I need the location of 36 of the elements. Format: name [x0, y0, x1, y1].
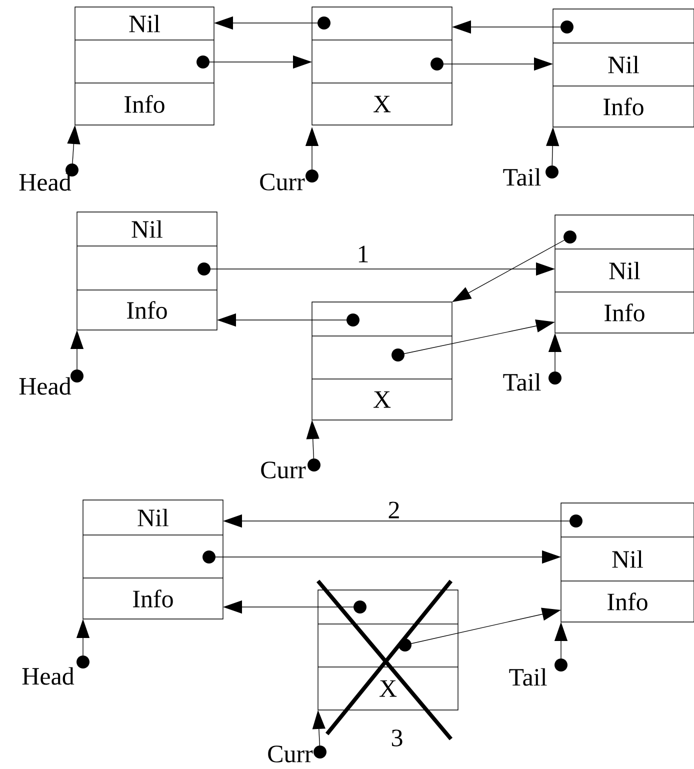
- edge-label: 1: [356, 244, 370, 264]
- cell-text: Nil: [612, 550, 643, 568]
- pointer-label: Head: [19, 173, 72, 191]
- cell-text: X: [374, 391, 391, 408]
- pointer-label: Head: [22, 667, 74, 685]
- list-node-box: [312, 302, 452, 420]
- cell-text: Nil: [129, 14, 160, 32]
- pointer-label: Curr: [268, 746, 313, 762]
- cell-text: Info: [608, 592, 648, 610]
- pointer-label: Head: [19, 377, 72, 395]
- cell-text: Info: [127, 301, 167, 319]
- cell-text: Nil: [138, 508, 168, 526]
- cell-text: Info: [604, 98, 644, 116]
- cell-text: Info: [604, 304, 644, 322]
- list-node-box: [82, 500, 224, 620]
- list-node-box: [318, 590, 458, 710]
- list-node-box: [74, 6, 214, 126]
- edge-label: 2: [386, 500, 402, 520]
- step-number: 3: [392, 730, 402, 746]
- pointer-label: Curr: [260, 174, 305, 190]
- list-node-box: [552, 8, 694, 128]
- pointer-label: Tail: [503, 168, 541, 186]
- list-node-box: [560, 502, 694, 622]
- cell-text: X: [374, 96, 391, 112]
- pointer-label: Curr: [261, 462, 306, 478]
- list-node-box: [312, 6, 452, 126]
- cell-text: Info: [124, 95, 164, 113]
- pointer-label: Tail: [509, 668, 547, 686]
- cell-text: Nil: [132, 220, 162, 238]
- pointer-label: Tail: [503, 373, 541, 391]
- cell-text: Info: [133, 590, 173, 608]
- cell-text: Nil: [608, 56, 639, 74]
- list-node-box: [76, 212, 218, 330]
- cell-text: X: [380, 680, 397, 697]
- cell-text: Nil: [609, 262, 640, 280]
- list-node-box: [554, 214, 694, 334]
